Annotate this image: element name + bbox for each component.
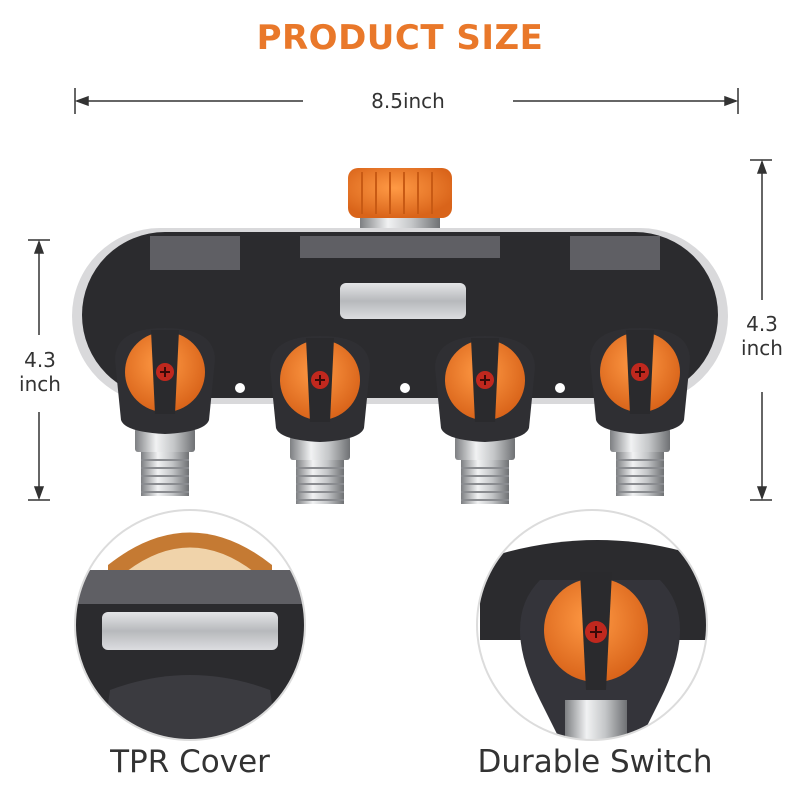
valve-1 xyxy=(114,327,216,497)
valve-3 xyxy=(434,335,536,505)
durable-switch-detail xyxy=(477,510,707,740)
width-dimension xyxy=(74,88,739,114)
tpr-cover-caption: TPR Cover xyxy=(110,744,270,780)
right-height-value: 4.3 xyxy=(746,312,778,336)
durable-switch-caption: Durable Switch xyxy=(477,744,713,780)
page-title: PRODUCT SIZE xyxy=(256,18,544,58)
left-height-label: 4.3 inch xyxy=(10,348,70,396)
valve-4 xyxy=(589,327,691,497)
right-height-unit: inch xyxy=(741,336,783,360)
tpr-cover-detail xyxy=(75,510,305,740)
left-height-unit: inch xyxy=(19,372,61,396)
right-height-label: 4.3 inch xyxy=(732,312,792,360)
width-label: 8.5inch xyxy=(371,89,445,113)
manifold-body xyxy=(72,228,728,404)
left-height-dimension xyxy=(28,239,50,501)
right-height-dimension xyxy=(750,159,772,501)
valve-2 xyxy=(269,335,371,505)
left-height-value: 4.3 xyxy=(24,348,56,372)
